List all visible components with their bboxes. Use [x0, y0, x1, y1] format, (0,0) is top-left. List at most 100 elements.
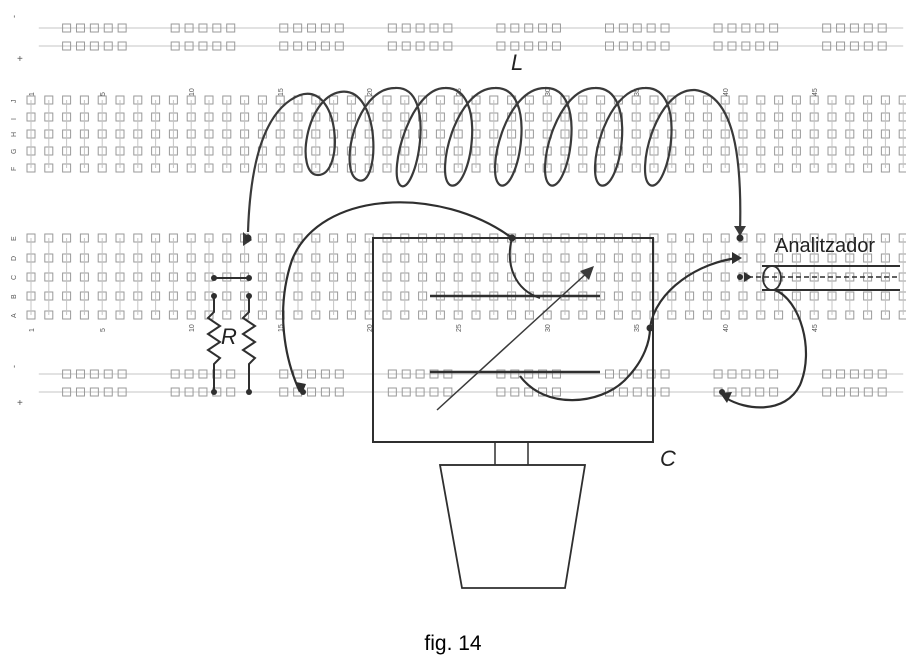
- breadboard-hole: [75, 369, 85, 379]
- breadboard-hole: [170, 387, 180, 397]
- breadboard-hole: [334, 41, 344, 51]
- breadboard-hole: [387, 41, 397, 51]
- breadboard-hole: [660, 23, 670, 33]
- row-letter: F: [11, 167, 18, 171]
- breadboard-hole: [741, 41, 751, 51]
- breadboard-hole: [117, 41, 127, 51]
- column-number: 45: [812, 324, 819, 332]
- breadboard-hole: [443, 369, 453, 379]
- breadboard-hole: [62, 41, 72, 51]
- row-letter: I: [11, 118, 18, 120]
- breadboard-hole: [618, 387, 628, 397]
- analyzer-label: Analitzador: [775, 235, 876, 257]
- breadboard-hole: [307, 41, 317, 51]
- breadboard-hole: [184, 369, 194, 379]
- breadboard-hole: [117, 23, 127, 33]
- breadboard-hole: [334, 369, 344, 379]
- row-letter: G: [11, 149, 18, 154]
- row-letter: D: [11, 256, 18, 261]
- breadboard-hole: [62, 369, 72, 379]
- breadboard-hole: [496, 369, 506, 379]
- breadboard-hole: [89, 369, 99, 379]
- breadboard-hole: [755, 369, 765, 379]
- breadboard-hole: [898, 291, 906, 301]
- breadboard-hole: [713, 23, 723, 33]
- breadboard-hole: [836, 387, 846, 397]
- breadboard-hole: [387, 23, 397, 33]
- breadboard-hole: [822, 23, 832, 33]
- breadboard-hole: [170, 23, 180, 33]
- breadboard-hole: [496, 23, 506, 33]
- breadboard-hole: [538, 41, 548, 51]
- probe-arrowhead: [744, 272, 752, 282]
- row-letter: E: [11, 236, 18, 241]
- breadboard-holes: [26, 23, 906, 397]
- breadboard-hole: [524, 369, 534, 379]
- breadboard-hole: [170, 41, 180, 51]
- breadboard-hole: [510, 23, 520, 33]
- breadboard-hole: [510, 41, 520, 51]
- breadboard-hole: [755, 387, 765, 397]
- breadboard-hole: [443, 387, 453, 397]
- breadboard-hole: [849, 387, 859, 397]
- breadboard-hole: [415, 387, 425, 397]
- breadboard-hole: [632, 369, 642, 379]
- breadboard-hole: [89, 387, 99, 397]
- breadboard-hole: [769, 387, 779, 397]
- column-number: 10: [189, 324, 196, 332]
- column-number: 15: [278, 324, 285, 332]
- column-number: 30: [545, 88, 552, 96]
- breadboard-hole: [387, 387, 397, 397]
- column-number: 15: [278, 88, 285, 96]
- breadboard-hole: [279, 23, 289, 33]
- breadboard-hole: [822, 369, 832, 379]
- breadboard-hole: [769, 369, 779, 379]
- breadboard-hole: [727, 41, 737, 51]
- breadboard-hole: [75, 41, 85, 51]
- breadboard-hole: [496, 387, 506, 397]
- node: [246, 275, 252, 281]
- breadboard-hole: [632, 387, 642, 397]
- resistor-left: [206, 296, 222, 392]
- column-number: 5: [100, 92, 107, 96]
- breadboard-hole: [429, 23, 439, 33]
- breadboard-hole: [198, 387, 208, 397]
- node: [736, 234, 744, 242]
- breadboard-hole: [605, 41, 614, 51]
- column-number: 5: [100, 328, 107, 332]
- breadboard-hole: [660, 369, 670, 379]
- breadboard-hole: [117, 387, 127, 397]
- breadboard-hole: [836, 23, 846, 33]
- breadboard-hole: [198, 41, 208, 51]
- wire-analyzer-return: [725, 288, 808, 409]
- node: [246, 293, 252, 299]
- breadboard-hole: [849, 369, 859, 379]
- breadboard-hole: [849, 23, 859, 33]
- breadboard-hole: [279, 369, 289, 379]
- breadboard-hole: [334, 23, 344, 33]
- breadboard-hole: [415, 369, 425, 379]
- breadboard-hole: [279, 41, 289, 51]
- breadboard-hole: [387, 369, 397, 379]
- breadboard-hole: [170, 369, 180, 379]
- breadboard-hole: [618, 369, 628, 379]
- breadboard-hole: [538, 23, 548, 33]
- breadboard-hole: [660, 387, 670, 397]
- breadboard-hole: [226, 369, 236, 379]
- breadboard-hole: [898, 163, 906, 173]
- figure-caption: fig. 14: [424, 632, 482, 655]
- breadboard-hole: [524, 23, 534, 33]
- breadboard-hole: [320, 23, 330, 33]
- breadboard-hole: [293, 41, 303, 51]
- breadboard-hole: [496, 41, 506, 51]
- breadboard-hole: [822, 41, 832, 51]
- column-number: 45: [812, 88, 819, 96]
- resistor-right: [241, 296, 257, 392]
- breadboard-hole: [226, 23, 236, 33]
- row-letter: H: [11, 132, 18, 137]
- node: [246, 389, 252, 395]
- node: [719, 389, 725, 395]
- breadboard-hole: [510, 369, 520, 379]
- breadboard-hole: [62, 387, 72, 397]
